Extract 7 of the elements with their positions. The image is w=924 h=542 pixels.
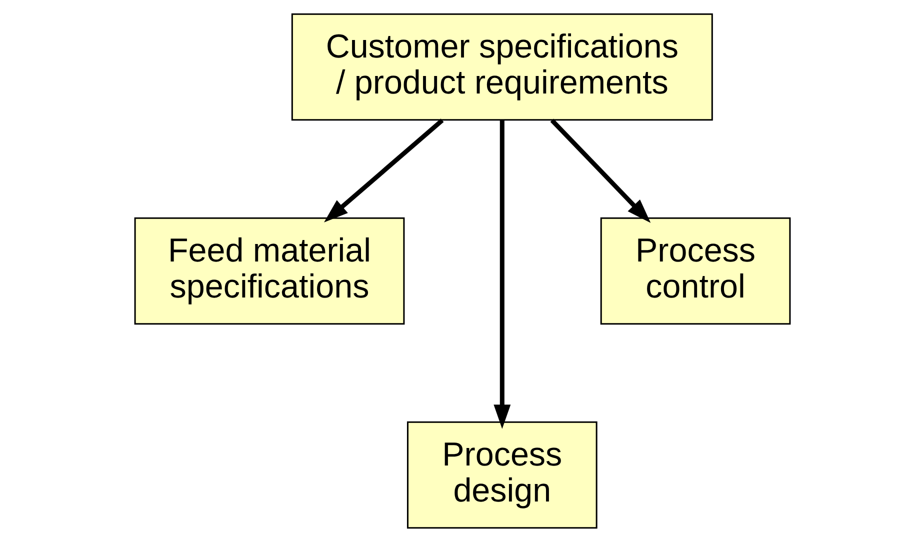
arrow [324, 118, 444, 222]
node-box: Process control [600, 217, 790, 325]
node-box: Feed material specifications [134, 217, 404, 325]
arrow [550, 118, 650, 223]
node-box: Process design [406, 421, 597, 529]
arrow [493, 120, 510, 429]
node-box: Customer specifications / product requirements [290, 13, 712, 121]
